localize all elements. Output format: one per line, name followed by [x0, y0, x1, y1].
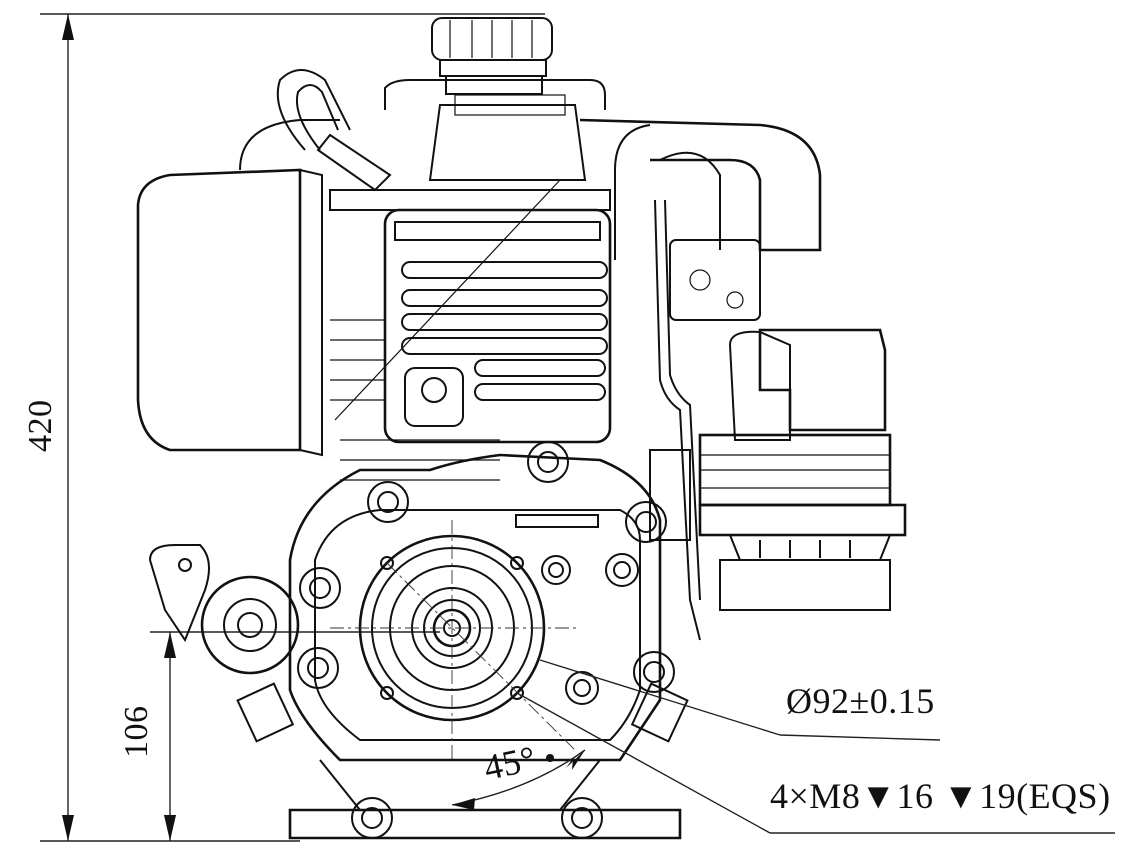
- fuel-hose: [276, 69, 392, 192]
- left-housing: [136, 119, 340, 457]
- leader-lines: [516, 659, 1115, 834]
- air-cleaner: [698, 433, 907, 611]
- left-accessory: [148, 544, 300, 743]
- engine-base: [288, 682, 689, 840]
- fuel-cap: [431, 17, 553, 95]
- cylinder-head: [334, 179, 612, 444]
- dimension-overall-height: 420: [22, 399, 59, 453]
- dimension-106-lines: [150, 631, 440, 841]
- muffler: [579, 118, 822, 260]
- pto-flange: [330, 520, 580, 760]
- angle-dimension: [451, 749, 586, 810]
- dimension-bolt-spec: 4×M8▼16 ▼19(EQS): [770, 776, 1111, 816]
- dimension-shaft-height: 106: [118, 705, 155, 759]
- control-rod: [649, 199, 701, 641]
- carburetor: [669, 239, 887, 441]
- dimension-bolt-circle-diameter: Ø92±0.15: [786, 681, 935, 721]
- dimension-420-lines: [40, 13, 545, 842]
- crankcase: [288, 453, 662, 762]
- crankcase-bolts: [297, 441, 675, 705]
- cooling-fins: [330, 319, 500, 481]
- fuel-tank: [329, 79, 611, 211]
